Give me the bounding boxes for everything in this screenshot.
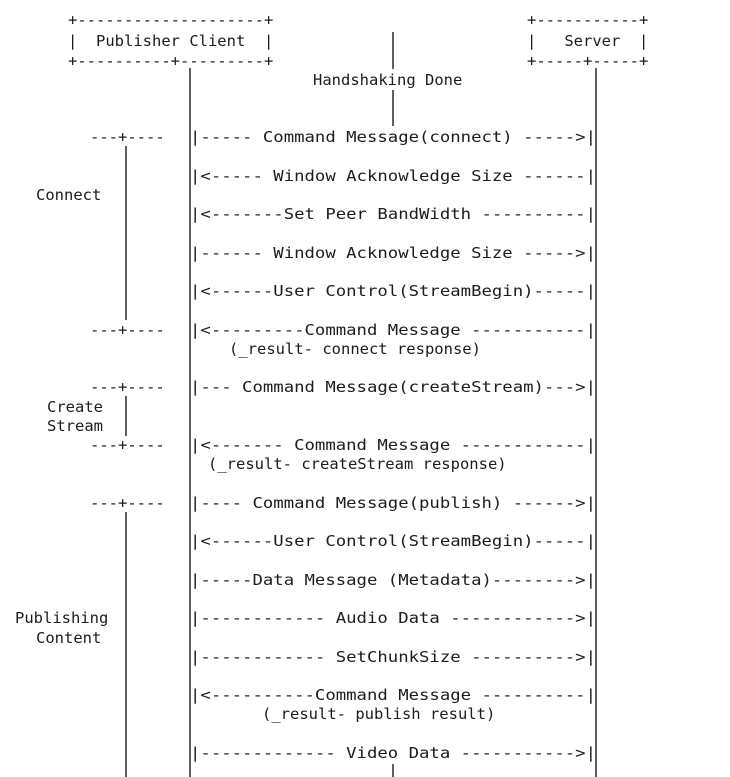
phase-label-create: Create [47, 398, 103, 416]
lifelines [125, 32, 597, 777]
message-data-metadata: |-----Data Message (Metadata)-------->| [190, 571, 596, 589]
note-connect-response: (_result- connect response) [229, 340, 481, 358]
phase-marker-connect: ---+---- [90, 128, 165, 146]
phase-marker-connect-end: ---+---- [90, 321, 165, 339]
publisher-box-top: +--------------------+ [68, 11, 273, 29]
message-set-chunk-size: |------------ SetChunkSize ---------->| [190, 648, 596, 666]
publisher-box-label: | Publisher Client | [68, 32, 273, 50]
message-video-data: |------------- Video Data ----------->| [190, 744, 596, 762]
message-window-ack-size-out: |------ Window Acknowledge Size ----->| [190, 244, 596, 262]
note-publish-result: (_result- publish result) [262, 705, 495, 723]
phase-label-stream: Stream [47, 417, 103, 435]
phase-label-publishing: Publishing [15, 609, 108, 627]
message-set-peer-bandwidth: |<-------Set Peer BandWidth ----------| [190, 205, 596, 223]
message-publish: |---- Command Message(publish) ------>| [190, 494, 596, 512]
message-command-result-create-stream: |<------- Command Message ------------| [190, 436, 596, 454]
message-command-result-publish: |<----------Command Message ----------| [190, 686, 596, 704]
message-user-control-stream-begin-2: |<------User Control(StreamBegin)-----| [190, 532, 596, 550]
phase-label-connect: Connect [36, 186, 101, 204]
server-box-label: | Server | [527, 32, 648, 50]
phase-marker-publishing-start: ---+---- [90, 494, 165, 512]
message-audio-data: |------------ Audio Data ------------>| [190, 609, 596, 627]
server-box-bottom: +-----+-----+ [527, 52, 648, 70]
note-create-stream-response: (_result- createStream response) [208, 455, 507, 473]
server-box-top: +-----------+ [527, 11, 648, 29]
phase-marker-create-start: ---+---- [90, 378, 165, 396]
message-window-ack-size-in: |<----- Window Acknowledge Size ------| [190, 167, 596, 185]
message-connect: |----- Command Message(connect) ----->| [190, 128, 596, 146]
message-command-result-connect: |<---------Command Message -----------| [190, 321, 596, 339]
message-create-stream: |--- Command Message(createStream)--->| [190, 378, 596, 396]
publisher-box-bottom: +----------+---------+ [68, 52, 273, 70]
handshaking-label: Handshaking Done [313, 71, 462, 89]
phase-label-content: Content [36, 629, 101, 647]
phase-marker-create-end: ---+---- [90, 436, 165, 454]
message-user-control-stream-begin: |<------User Control(StreamBegin)-----| [190, 282, 596, 300]
